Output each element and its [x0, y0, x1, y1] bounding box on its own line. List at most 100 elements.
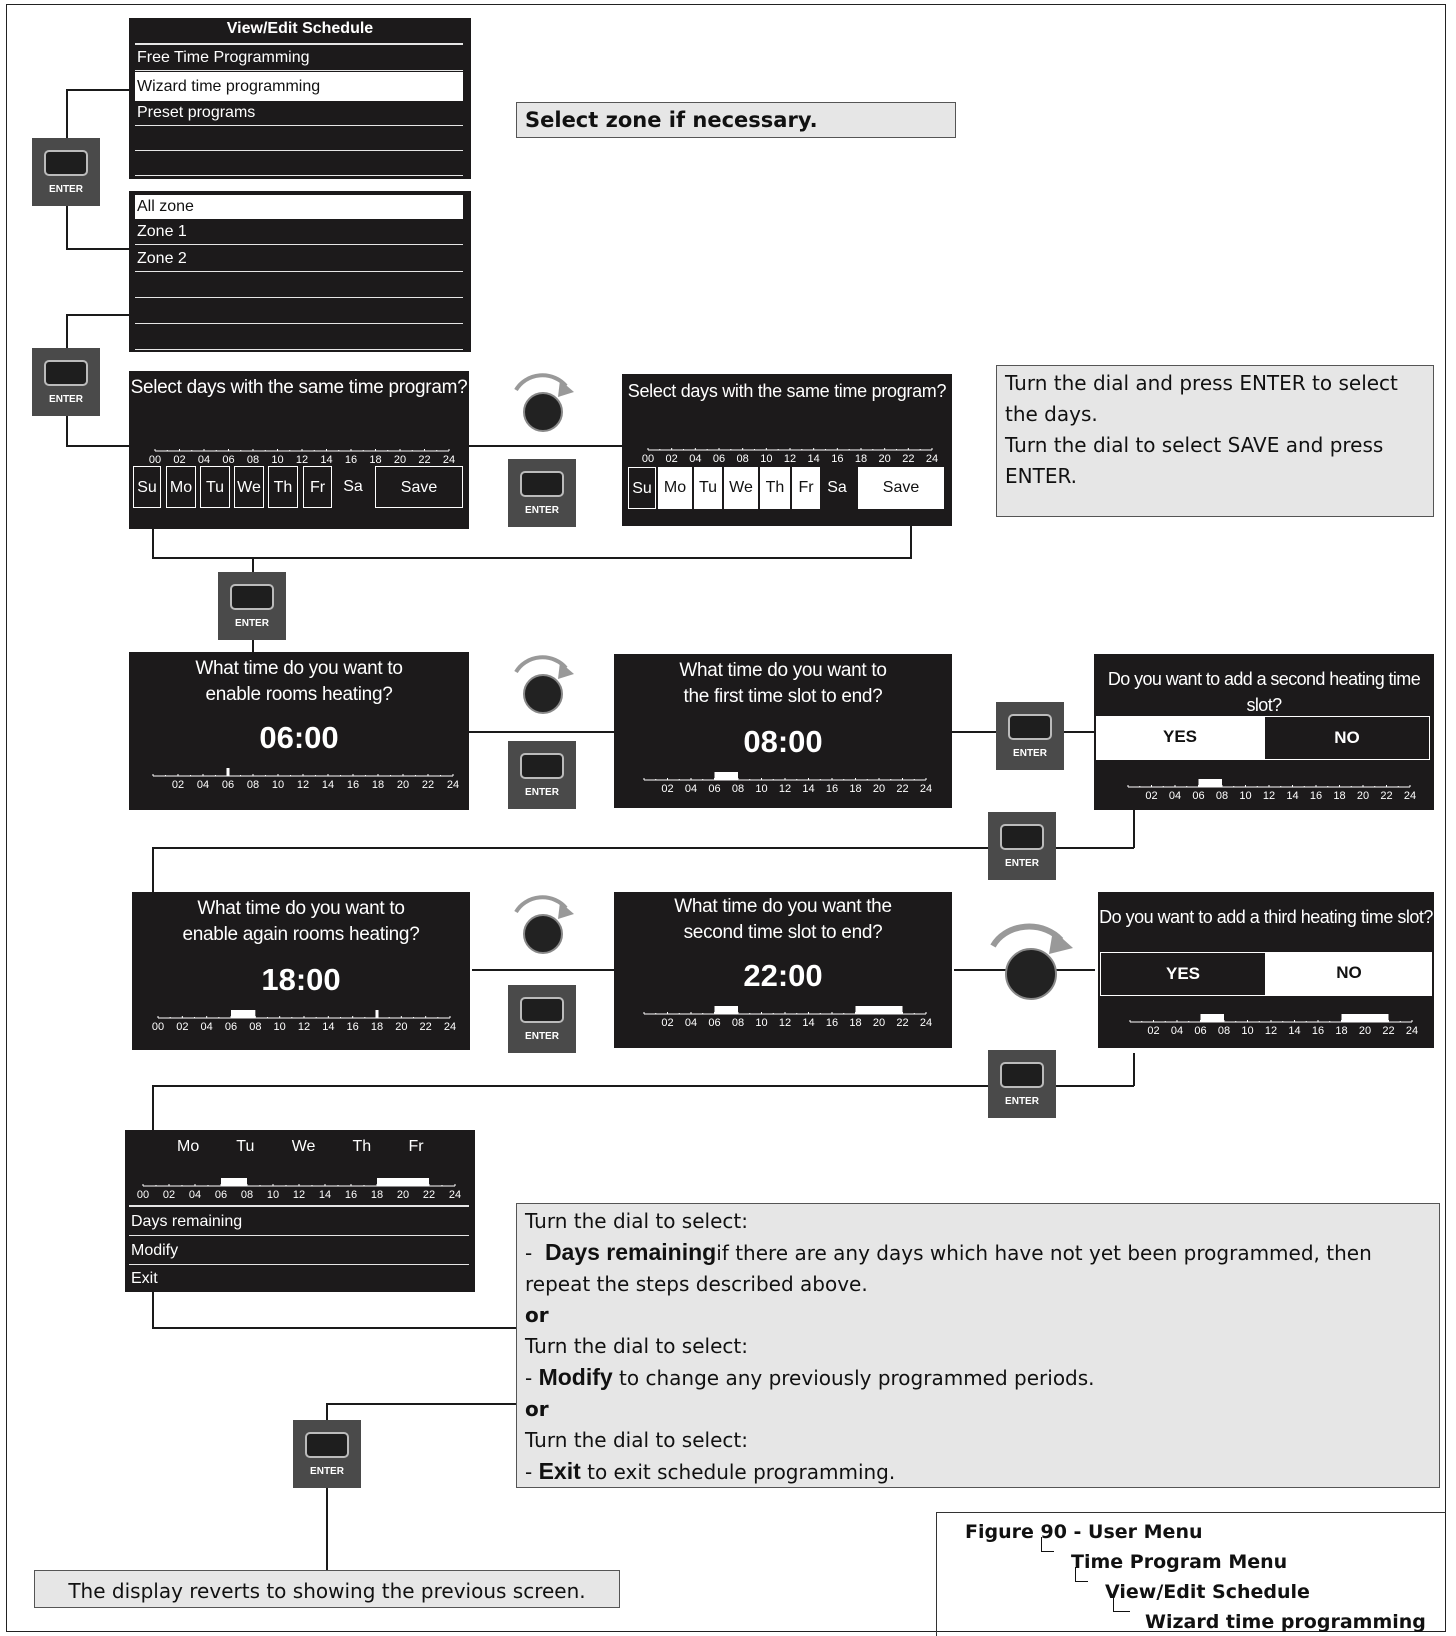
- enter-button[interactable]: ENTER: [293, 1420, 361, 1488]
- day-su[interactable]: Su: [628, 467, 656, 509]
- hour-tick-label: 18: [369, 454, 381, 466]
- rotary-dial-icon[interactable]: [508, 652, 578, 722]
- save-button[interactable]: Save: [375, 466, 463, 508]
- hour-tick-label: 22: [420, 1021, 432, 1033]
- enter-button[interactable]: ENTER: [32, 348, 100, 416]
- hour-tick-label: 16: [347, 1021, 359, 1033]
- hour-tick-label: 02: [666, 453, 678, 465]
- second-slot-question: Do you want to add a second heating time…: [1107, 669, 1421, 715]
- zone-item-1[interactable]: Zone 1: [135, 220, 463, 245]
- hour-tick-label: 18: [849, 1017, 861, 1029]
- exit-item[interactable]: Exit: [131, 1270, 158, 1287]
- hour-tick-label: 04: [198, 454, 210, 466]
- rotary-dial-icon[interactable]: [985, 918, 1075, 1008]
- enter-button[interactable]: ENTER: [508, 985, 576, 1053]
- yes-option[interactable]: YES: [1096, 716, 1264, 760]
- day-we[interactable]: We: [724, 467, 758, 509]
- day-sa[interactable]: Sa: [827, 479, 847, 496]
- hour-tick-label: 06: [713, 453, 725, 465]
- day-fr[interactable]: Fr: [792, 467, 820, 509]
- hour-tick-label: 04: [201, 1021, 213, 1033]
- day-tu[interactable]: Tu: [694, 467, 722, 509]
- days-question: Select days with the same time program?: [130, 377, 468, 398]
- hour-tick-label: 08: [732, 1017, 744, 1029]
- day-we[interactable]: We: [234, 466, 264, 508]
- save-button[interactable]: Save: [858, 467, 944, 509]
- enter-button[interactable]: ENTER: [32, 138, 100, 206]
- hour-tick-label: 24: [920, 1017, 932, 1029]
- rotary-dial-icon[interactable]: [508, 892, 578, 962]
- summary-days: Mo Tu We Th Fr: [177, 1138, 424, 1155]
- hour-tick-label: 20: [397, 1189, 409, 1201]
- day-mo[interactable]: Mo: [658, 467, 692, 509]
- hour-tick-label: 20: [394, 454, 406, 466]
- menu-row-empty: [135, 151, 463, 176]
- hour-tick-label: 02: [1145, 790, 1157, 802]
- enter-button[interactable]: ENTER: [508, 459, 576, 527]
- day-tu[interactable]: Tu: [200, 466, 230, 508]
- menu-row-empty: [135, 126, 463, 151]
- caption-level-3: Wizard time programming: [1145, 1611, 1426, 1633]
- hour-tick-label: 08: [737, 453, 749, 465]
- day-th[interactable]: Th: [760, 467, 790, 509]
- hour-tick-label: 16: [826, 1017, 838, 1029]
- hour-tick-label: 16: [1310, 790, 1322, 802]
- zone-select-screen: All zone Zone 1 Zone 2: [129, 191, 471, 352]
- rotary-dial-icon[interactable]: [508, 370, 578, 440]
- hour-tick-label: 06: [708, 1017, 720, 1029]
- enter-button[interactable]: ENTER: [508, 741, 576, 809]
- day-sa[interactable]: Sa: [343, 478, 363, 495]
- third-slot-question: Do you want to add a third heating time …: [1099, 907, 1433, 927]
- menu-item-free-time[interactable]: Free Time Programming: [135, 46, 463, 71]
- day-fr[interactable]: Fr: [303, 466, 332, 508]
- hour-tick-label: 02: [1147, 1025, 1159, 1037]
- enter-key-icon: [520, 753, 564, 779]
- enter-button[interactable]: ENTER: [996, 702, 1064, 770]
- modify-item[interactable]: Modify: [129, 1237, 469, 1265]
- hour-tick-label: 04: [189, 1189, 201, 1201]
- hour-tick-label: 22: [423, 1189, 435, 1201]
- hour-tick-label: 14: [322, 779, 334, 791]
- question-line-2: the first time slot to end?: [683, 686, 883, 707]
- day-th[interactable]: Th: [268, 466, 298, 508]
- days-remaining-item[interactable]: Days remaining: [129, 1208, 469, 1236]
- yes-option[interactable]: YES: [1100, 952, 1266, 996]
- menu-item-preset[interactable]: Preset programs: [135, 101, 463, 126]
- day-su[interactable]: Su: [133, 466, 161, 508]
- hour-tick-label: 24: [449, 1189, 461, 1201]
- menu-title: View/Edit Schedule: [226, 20, 374, 37]
- hour-tick-label: 20: [879, 453, 891, 465]
- enter-button[interactable]: ENTER: [988, 1050, 1056, 1118]
- hour-tick-label: 22: [418, 454, 430, 466]
- time-value: 06:00: [259, 720, 339, 755]
- zone-item-2[interactable]: Zone 2: [135, 247, 463, 272]
- hour-tick-label: 04: [197, 779, 209, 791]
- no-option[interactable]: NO: [1264, 716, 1430, 760]
- hour-tick-label: 18: [1335, 1025, 1347, 1037]
- enter-button[interactable]: ENTER: [218, 572, 286, 640]
- days-select-screen-a: Select days with the same time program? …: [129, 371, 469, 529]
- zone-item-all[interactable]: All zone: [135, 195, 463, 219]
- enter-button[interactable]: ENTER: [988, 812, 1056, 880]
- enter-key-icon: [520, 997, 564, 1023]
- no-option[interactable]: NO: [1266, 952, 1432, 996]
- hour-tick-label: 08: [241, 1189, 253, 1201]
- figure-caption: Figure 90 - User Menu Time Program Menu …: [936, 1512, 1446, 1636]
- hour-tick-label: 10: [760, 453, 772, 465]
- hour-tick-label: 20: [1357, 790, 1369, 802]
- hour-tick-label: 12: [297, 779, 309, 791]
- hour-tick-label: 22: [1380, 790, 1392, 802]
- hour-tick-label: 04: [1169, 790, 1181, 802]
- menu-item-wizard[interactable]: Wizard time programming: [135, 72, 463, 101]
- day-mo[interactable]: Mo: [166, 466, 196, 508]
- hour-tick-label: 06: [215, 1189, 227, 1201]
- hour-tick-label: 10: [272, 779, 284, 791]
- hour-tick-label: 10: [267, 1189, 279, 1201]
- enter-key-icon: [1008, 714, 1052, 740]
- time-marker: [226, 768, 230, 776]
- question-line-2: enable rooms heating?: [205, 684, 393, 705]
